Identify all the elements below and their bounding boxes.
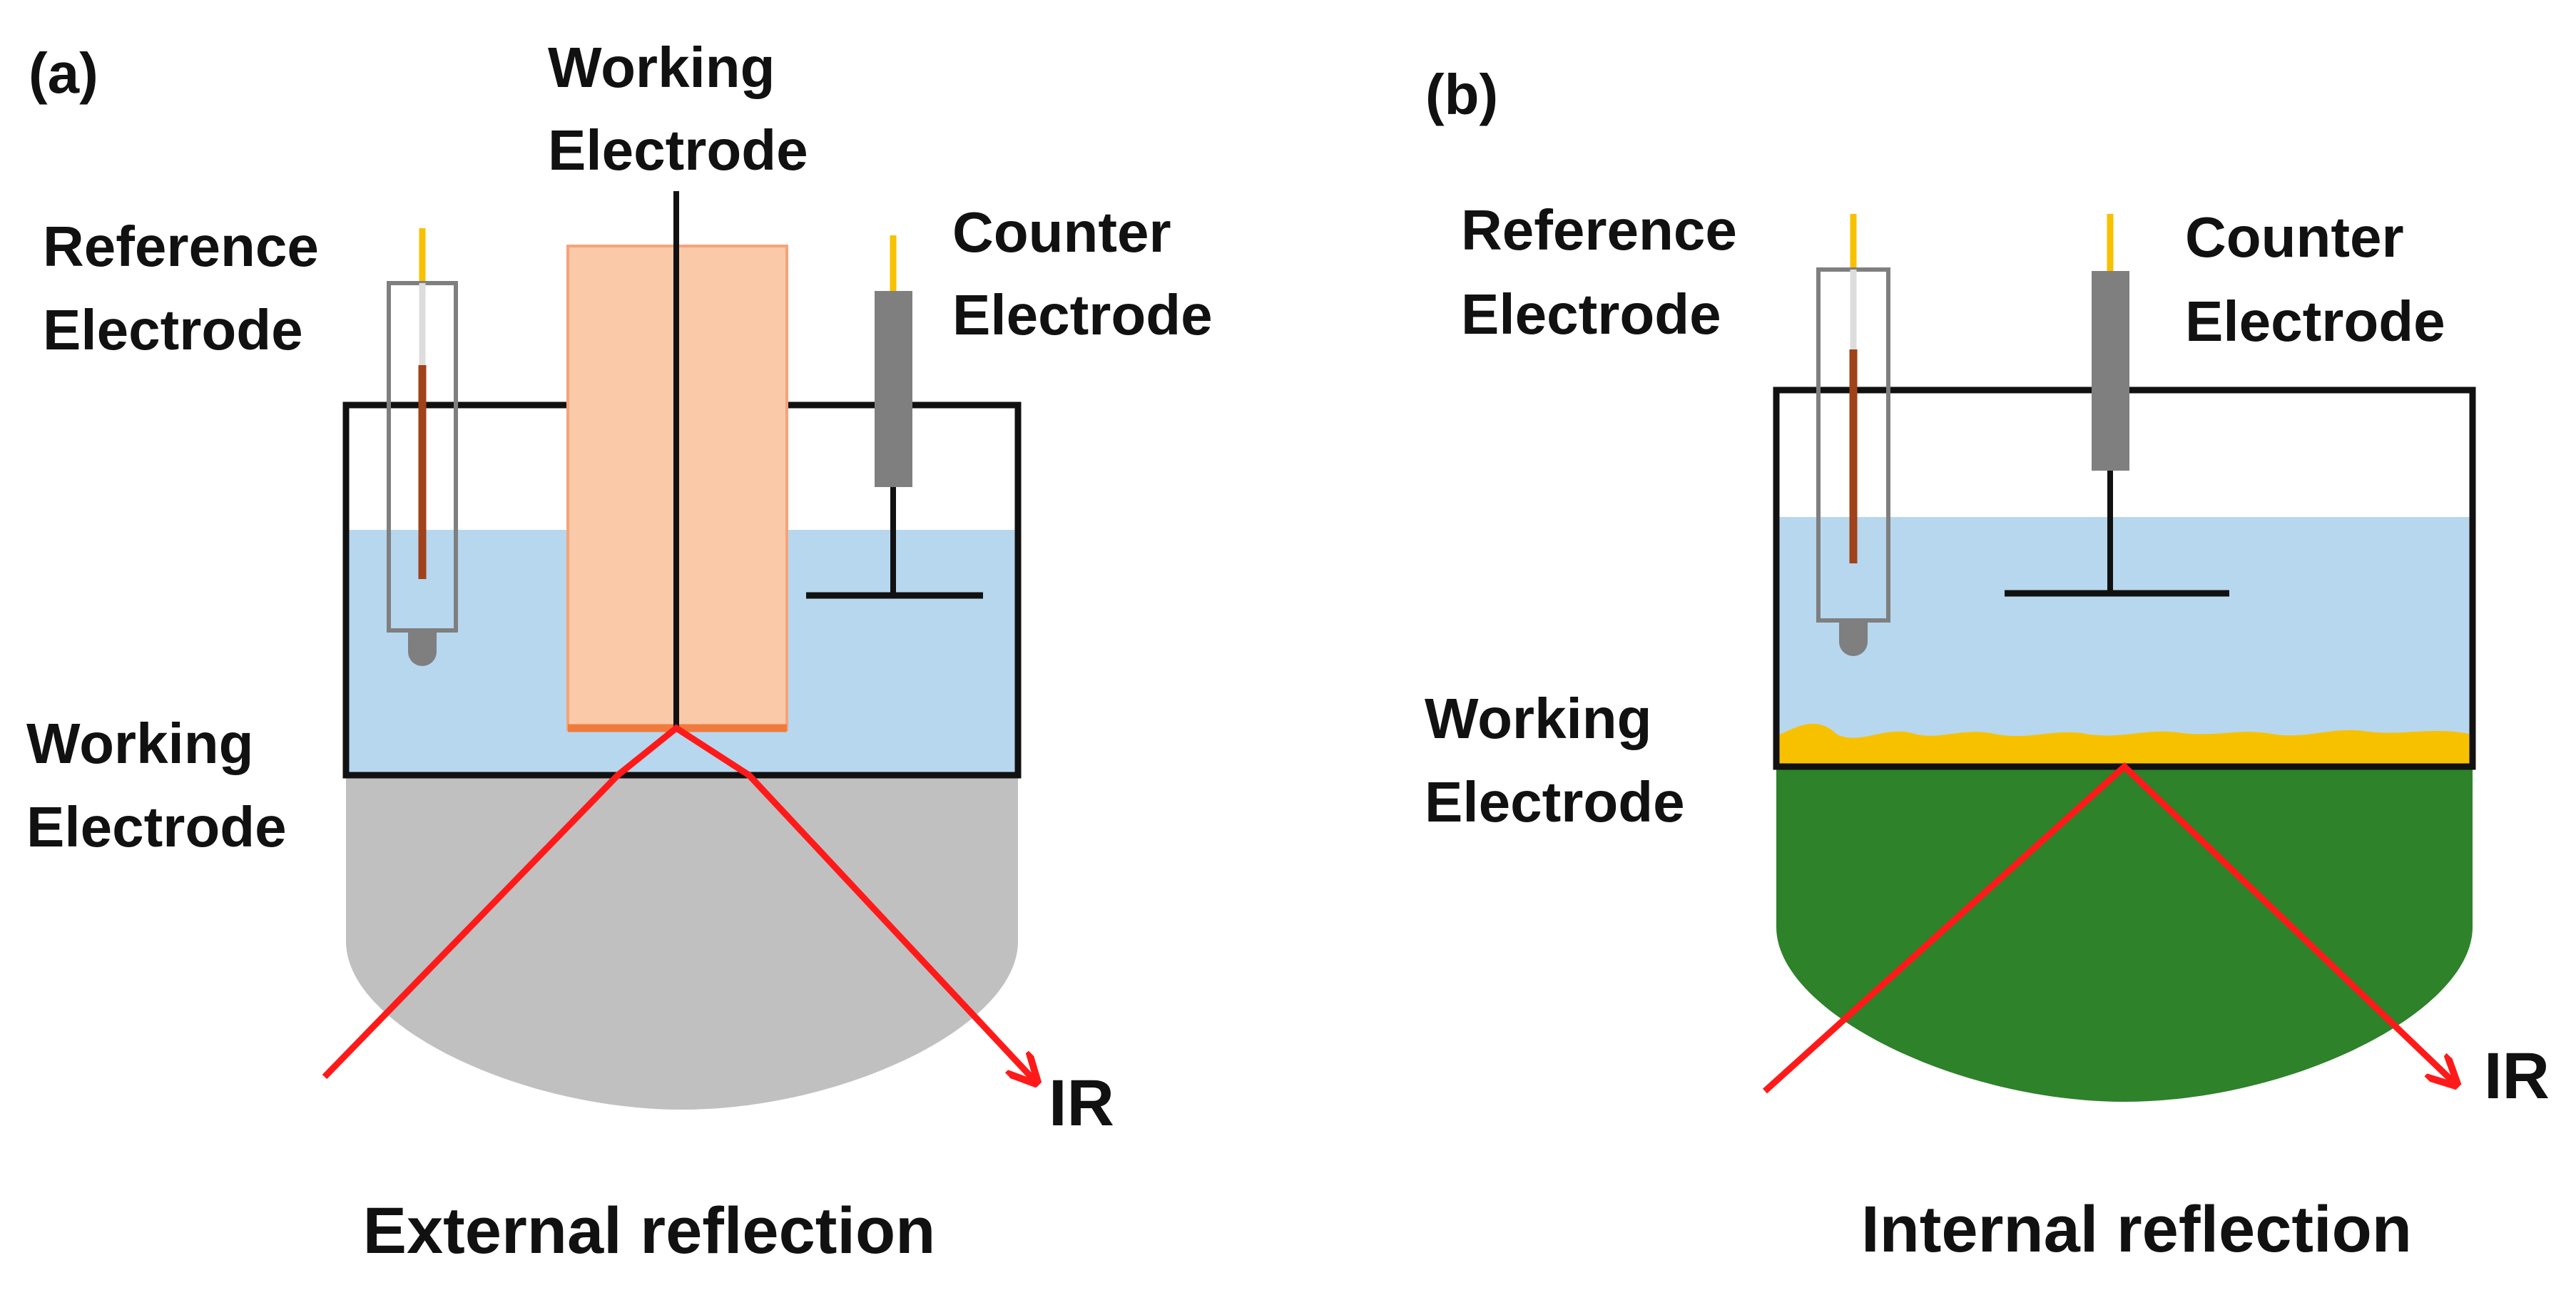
counter-electrode-label-line2: Electrode: [952, 283, 1213, 347]
reference-electrode-label-line2: Electrode: [1461, 282, 1721, 346]
counter-electrode-icon: [806, 235, 983, 599]
panel-a-label: (a): [29, 41, 98, 105]
working-electrode-side-label-line1: Working: [1425, 687, 1652, 750]
working-electrode-side-label-line2: Electrode: [26, 795, 287, 859]
reference-electrode-label-line1: Reference: [1461, 198, 1737, 262]
prism-a: [346, 775, 1018, 1110]
working-electrode-side-label-line2: Electrode: [1425, 770, 1685, 834]
ir-label-b: IR: [2484, 1040, 2550, 1112]
counter-electrode-icon: [2005, 214, 2229, 597]
ir-beam-arrow-icon: [1762, 762, 2454, 1094]
working-electrode-top-label-line1: Working: [548, 36, 775, 99]
electrolyte-b: [1776, 517, 2473, 767]
prism-b: [1776, 767, 2473, 1102]
panel-b: (b) Reference Electrode Counter: [1425, 63, 2550, 1266]
panel-a: (a) Working Electrode: [26, 36, 1213, 1267]
reference-electrode-label-line2: Electrode: [43, 298, 303, 362]
ir-beam-arrow-icon: [322, 724, 1034, 1080]
working-electrode-top-label-line2: Electrode: [548, 118, 808, 182]
panel-b-label: (b): [1425, 63, 1498, 126]
ir-label-a: IR: [1049, 1067, 1114, 1140]
caption-external-reflection: External reflection: [363, 1194, 936, 1267]
reference-electrode-label-line1: Reference: [43, 215, 319, 278]
counter-electrode-label-line2: Electrode: [2185, 290, 2445, 353]
counter-electrode-label-line1: Counter: [2185, 205, 2404, 269]
caption-internal-reflection: Internal reflection: [1861, 1193, 2412, 1266]
reference-electrode-icon: [1816, 214, 1890, 656]
working-electrode-side-label-line1: Working: [26, 712, 254, 775]
counter-electrode-label-line1: Counter: [952, 200, 1171, 264]
working-film-b: [1776, 723, 2473, 767]
reference-electrode-icon: [387, 228, 458, 666]
